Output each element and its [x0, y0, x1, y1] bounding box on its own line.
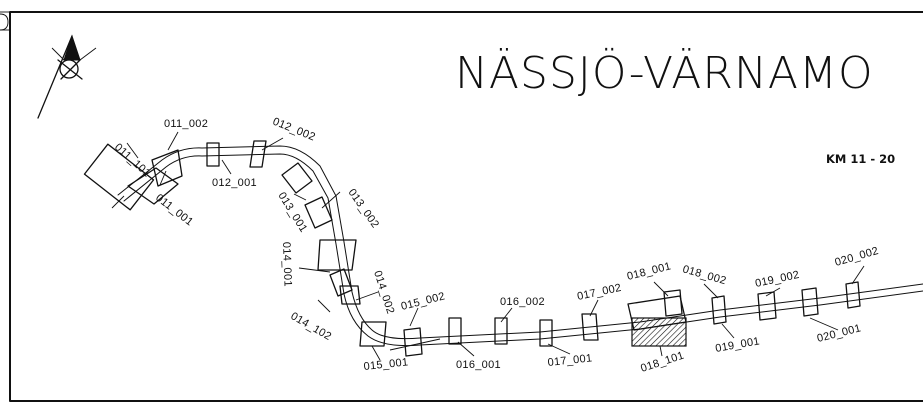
sheet-label: 018_101	[639, 350, 685, 375]
sheet-label: 020_001	[816, 322, 863, 345]
sheet-label: 016_001	[456, 359, 501, 371]
sheet-label: 014_102	[289, 310, 334, 343]
km-range-label: KM 11 - 20	[826, 152, 895, 166]
sheet-label: 011_101	[112, 141, 153, 179]
sheet-frames	[83, 140, 861, 357]
sheet-label: 017_001	[547, 352, 593, 369]
sheet-label: 019_002	[754, 269, 800, 290]
sheet-label: 011_001	[153, 192, 195, 229]
sheet-label: 012_002	[271, 116, 317, 144]
sheet-label: 018_001	[626, 260, 673, 283]
sheet-label: 012_001	[212, 177, 257, 189]
sheet-label: 016_002	[500, 296, 545, 308]
label-leader-lines	[126, 131, 865, 361]
drawing-title: NÄSSJÖ-VÄRNAMO	[455, 47, 874, 99]
sheet-label: 014_001	[280, 242, 294, 287]
sheet-label: 019_001	[714, 335, 760, 355]
sheet-label: 020_002	[834, 245, 881, 269]
sheet-label: 015_002	[400, 290, 447, 313]
sheet-label: 015_001	[363, 356, 409, 373]
sheet-label: 017_002	[576, 282, 622, 303]
sheet-label: 013_002	[346, 187, 382, 231]
drawing-frame	[0, 11, 923, 402]
sheet-labels: 011_101 011_001 011_002 012_001 012_002 …	[112, 116, 880, 375]
north-arrow-compass-icon	[37, 34, 97, 119]
sheet-label: 018_002	[681, 263, 728, 287]
sheet-label: 013_001	[275, 190, 309, 234]
sheet-label: 014_002	[371, 269, 396, 315]
sheet-label: 011_002	[164, 118, 208, 130]
